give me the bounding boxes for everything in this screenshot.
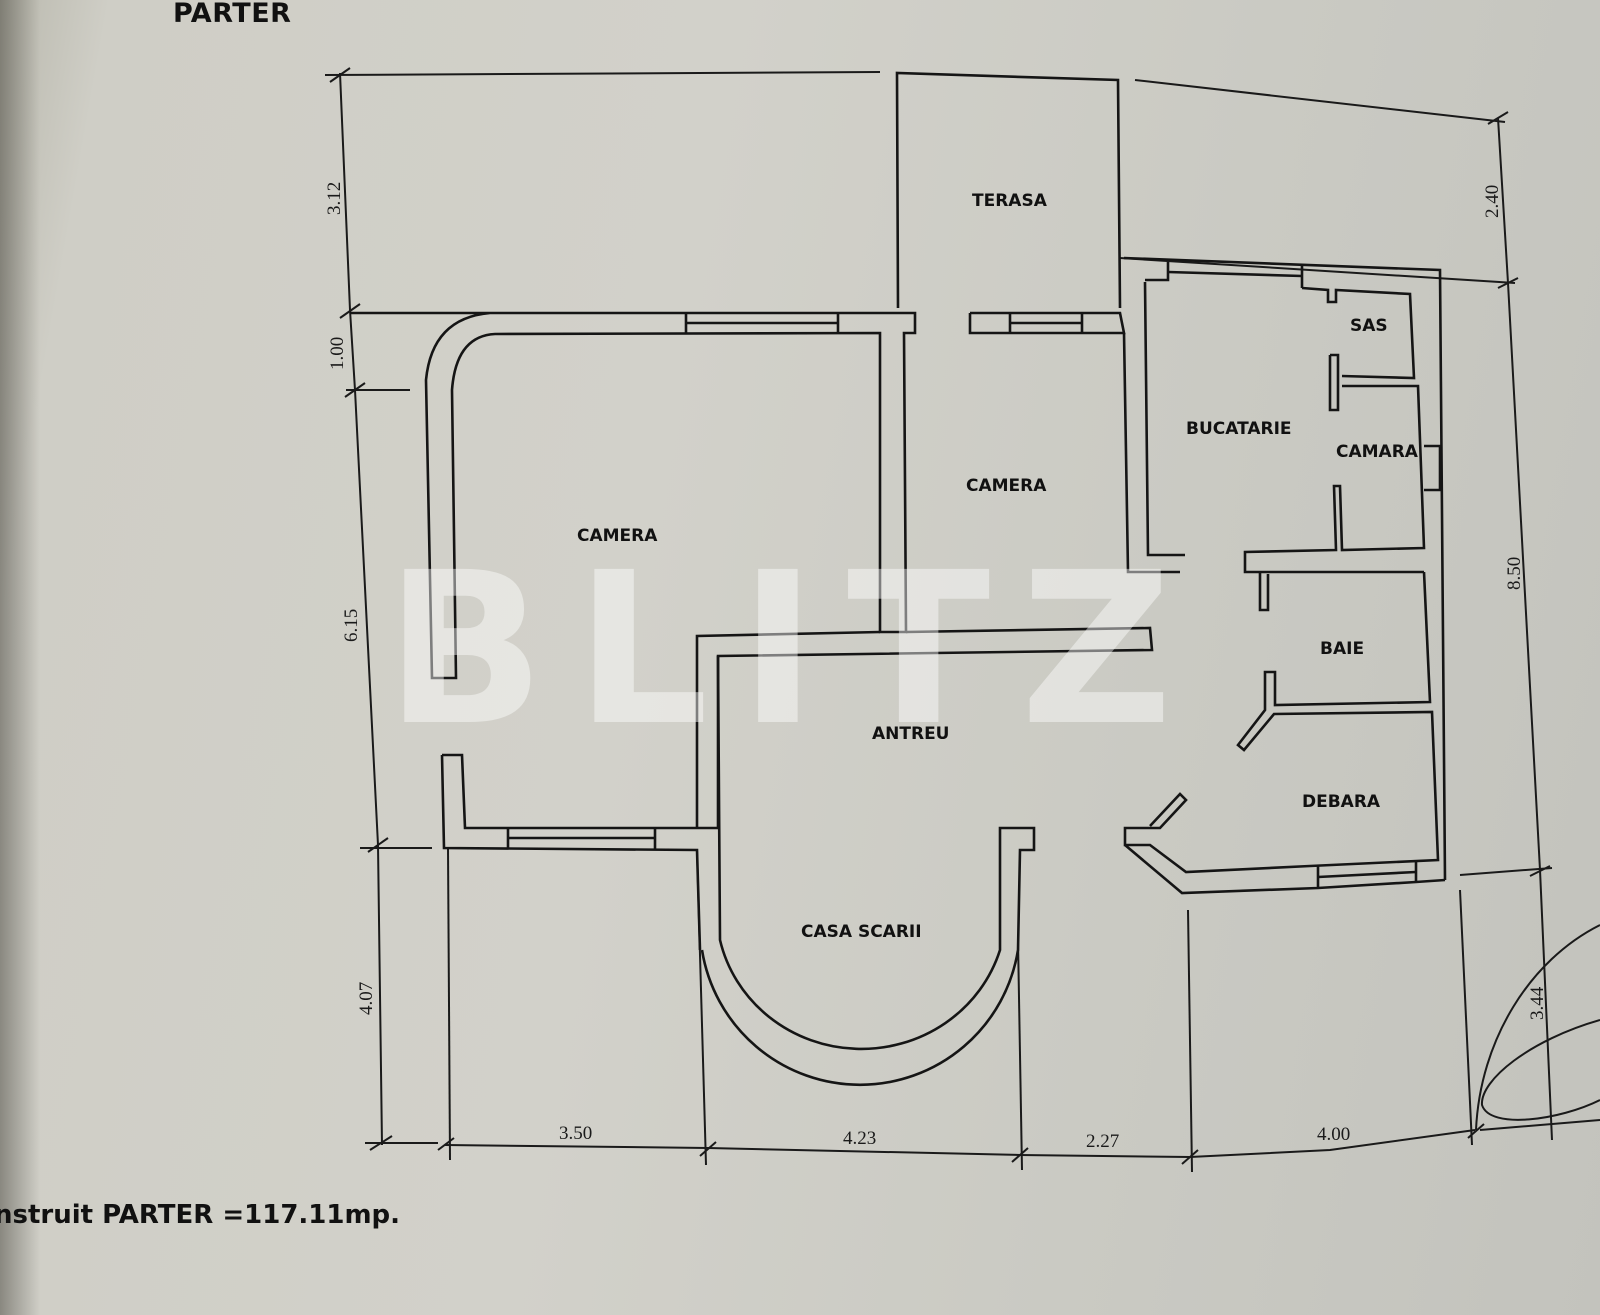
- dim-left-3: 6.15: [341, 609, 362, 642]
- dimension-labels: 3.12 1.00 6.15 4.07 2.40 8.50 3.44 3.50 …: [324, 182, 1548, 1152]
- room-label-camera-left: CAMERA: [577, 526, 658, 546]
- terasa-walls: [895, 71, 1122, 309]
- dim-left-2: 1.00: [327, 337, 348, 370]
- room-label-baie: BAIE: [1320, 639, 1364, 659]
- dim-bottom-4: 4.00: [1317, 1124, 1350, 1145]
- room-label-antreu: ANTREU: [872, 724, 950, 744]
- room-label-bucatarie: BUCATARIE: [1186, 419, 1292, 439]
- dim-bottom-2: 4.23: [843, 1128, 876, 1149]
- room-labels: TERASA CAMERA CAMERA BUCATARIE SAS CAMAR…: [577, 191, 1419, 942]
- dim-right-3: 3.44: [1527, 986, 1548, 1020]
- dim-right-1: 2.40: [1482, 185, 1503, 218]
- dim-right-2: 8.50: [1504, 557, 1525, 590]
- dim-bottom-3: 2.27: [1086, 1131, 1119, 1152]
- dim-left-1: 3.12: [324, 182, 345, 215]
- room-label-camara: CAMARA: [1336, 442, 1419, 462]
- room-label-sas: SAS: [1350, 316, 1388, 336]
- walls-kitchen: [1123, 256, 1447, 881]
- page-shadow: [0, 0, 40, 1315]
- room-label-debara: DEBARA: [1302, 792, 1381, 812]
- dim-left-4: 4.07: [356, 982, 377, 1015]
- room-label-casa-scarii: CASA SCARII: [801, 922, 922, 942]
- page-title: PARTER: [173, 0, 292, 29]
- room-label-camera-middle: CAMERA: [966, 476, 1047, 496]
- room-label-terasa: TERASA: [972, 191, 1048, 211]
- walls-main: [350, 311, 1180, 1086]
- watermark: BLITZ: [385, 527, 1203, 772]
- dim-bottom-1: 3.50: [559, 1123, 592, 1144]
- area-note: nstruit PARTER =117.11mp.: [0, 1200, 401, 1230]
- walls-bath: [1123, 571, 1446, 895]
